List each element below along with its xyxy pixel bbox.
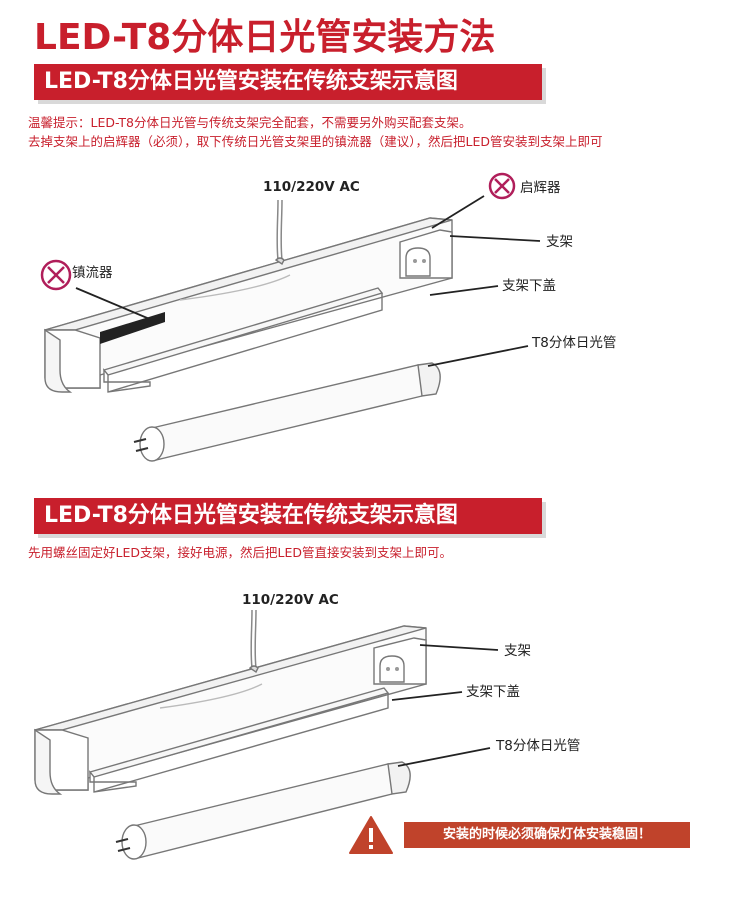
warning-banner: 安装的时候必须确保灯体安装稳固！ xyxy=(404,822,690,848)
warning-icon xyxy=(349,816,393,854)
section2-tip-line1: 先用螺丝固定好LED支架，接好电源，然后把LED管直接安装到支架上即可。 xyxy=(28,545,452,560)
section1-tip-line1: 温馨提示：LED-T8分体日光管与传统支架完全配套，不需要另外购买配套支架。 xyxy=(28,115,472,130)
voltage-label: 110/220V AC xyxy=(263,179,360,195)
bracket-cover xyxy=(102,287,384,393)
forbidden-icon xyxy=(40,259,72,291)
section1-diagram: 110/220V AC 启辉器 支架 镇流器 支架下盖 T8分体日光管 xyxy=(40,172,616,462)
voltage-label: 110/220V AC xyxy=(242,592,339,608)
bracket-label: 支架 xyxy=(546,234,573,250)
tube-label: T8分体日光管 xyxy=(531,335,616,351)
bracket-label: 支架 xyxy=(504,643,531,659)
bracket xyxy=(34,625,427,795)
page-title: LED-T8分体日光管安装方法 xyxy=(34,17,496,58)
bracket-cover xyxy=(88,687,390,793)
section2-banner: LED-T8分体日光管安装在传统支架示意图 xyxy=(34,498,542,534)
cover-label: 支架下盖 xyxy=(502,278,556,294)
bracket xyxy=(44,217,453,393)
power-wire xyxy=(276,199,279,261)
t8-tube xyxy=(133,362,441,462)
starter-label: 启辉器 xyxy=(520,180,561,196)
section1-tip-line2: 去掉支架上的启辉器（必须），取下传统日光管支架里的镇流器（建议），然后把LED管… xyxy=(28,134,603,149)
forbidden-icon xyxy=(488,172,516,200)
tube-label: T8分体日光管 xyxy=(495,738,580,754)
ballast xyxy=(100,312,165,344)
t8-tube xyxy=(115,761,411,860)
ballast-label: 镇流器 xyxy=(72,265,113,281)
section1-banner: LED-T8分体日光管安装在传统支架示意图 xyxy=(34,64,542,100)
section2-diagram: 110/220V AC 支架 支架下盖 T8分体日光管 xyxy=(34,592,580,860)
power-wire xyxy=(250,609,253,669)
cover-label: 支架下盖 xyxy=(466,684,520,700)
